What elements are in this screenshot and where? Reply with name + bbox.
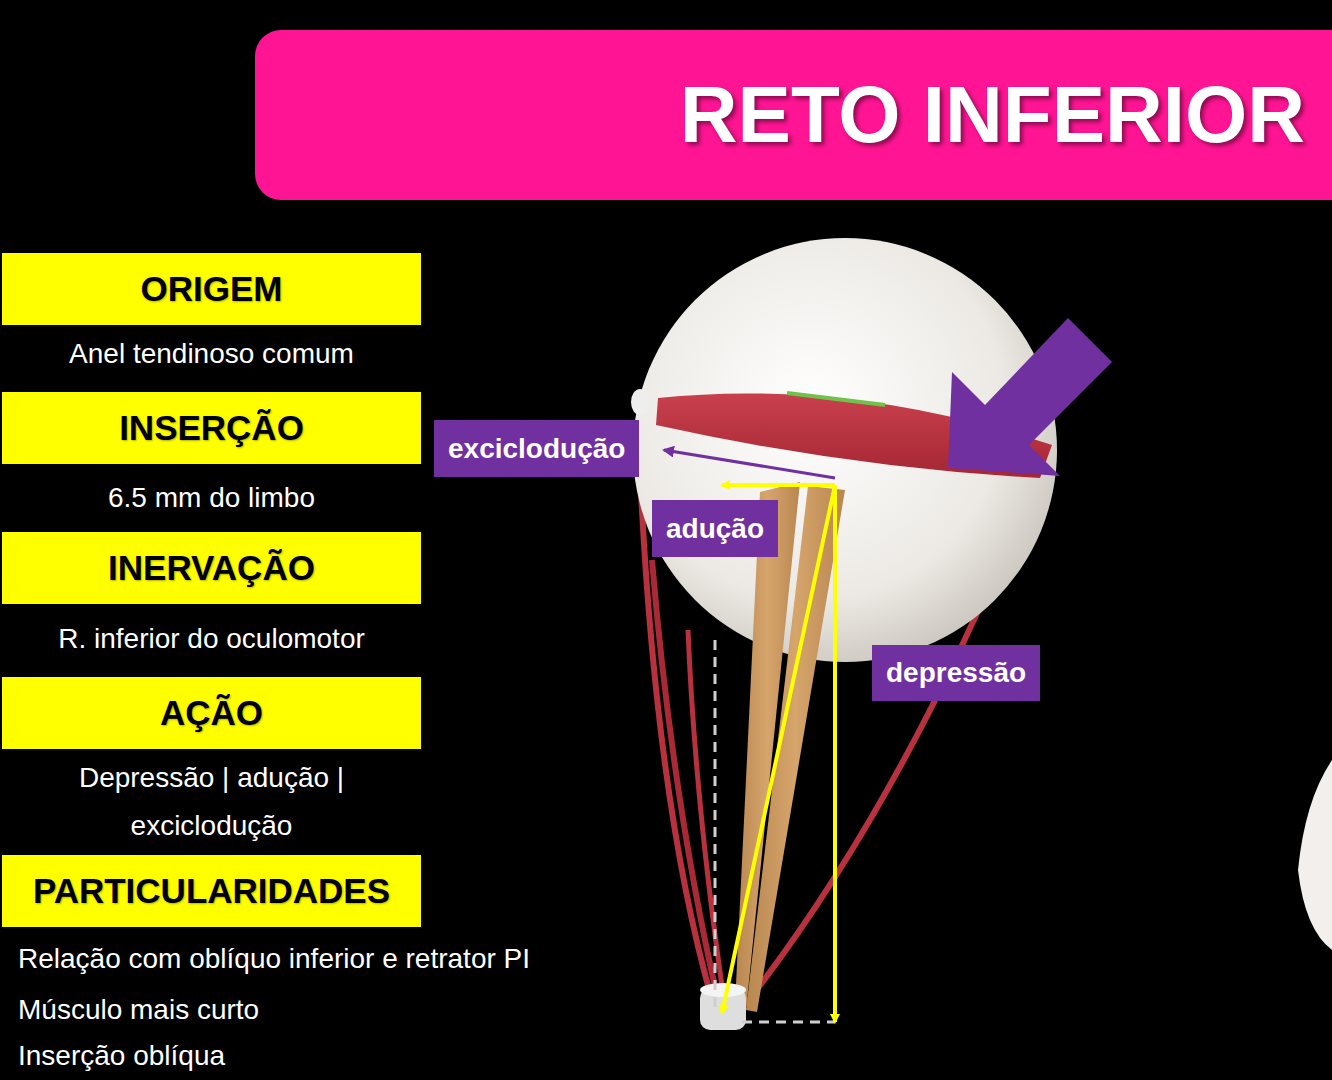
section-heading: ORIGEM — [141, 269, 283, 309]
optic-knob — [631, 389, 649, 415]
muscle — [652, 560, 718, 1000]
torsion-vector — [664, 450, 835, 478]
section-heading: INSERÇÃO — [119, 408, 304, 448]
pointer-arrow — [948, 318, 1112, 476]
vector-label-text: exciclodução — [448, 433, 625, 465]
section-header-box: INSERÇÃO — [2, 392, 421, 464]
section-body: Músculo mais curto — [18, 994, 658, 1026]
section-header-box: PARTICULARIDADES — [2, 855, 421, 927]
force-vector — [722, 485, 835, 1013]
info-section: AÇÃODepressão | adução | exciclodução — [2, 677, 421, 749]
muscle — [746, 486, 845, 1012]
section-body: R. inferior do oculomotor — [2, 622, 421, 656]
force-vector — [722, 483, 835, 487]
section-body: Depressão | adução | exciclodução — [22, 754, 401, 850]
info-section: PARTICULARIDADESRelação com oblíquo infe… — [2, 855, 421, 927]
section-body: Anel tendinoso comum — [2, 337, 421, 371]
title-band: RETO INFERIOR — [255, 30, 1332, 200]
force-vector — [833, 485, 837, 1022]
section-header-box: INERVAÇÃO — [2, 532, 421, 604]
info-section: INSERÇÃO6.5 mm do limbo — [2, 392, 421, 464]
presenter-shoulder — [1298, 760, 1332, 950]
info-section: ORIGEMAnel tendinoso comum — [2, 253, 421, 325]
limbus-mark — [787, 393, 885, 405]
slide-title: RETO INFERIOR — [680, 75, 1305, 155]
vector-label: depressão — [872, 645, 1040, 701]
section-heading: PARTICULARIDADES — [33, 871, 390, 911]
vector-label-text: adução — [666, 513, 764, 545]
section-heading: AÇÃO — [160, 693, 263, 733]
guide-line — [742, 1021, 835, 1024]
section-header-box: AÇÃO — [2, 677, 421, 749]
vector-label: adução — [652, 500, 778, 557]
vector-label: exciclodução — [434, 420, 639, 477]
section-heading: INERVAÇÃO — [108, 548, 315, 588]
info-section: INERVAÇÃOR. inferior do oculomotor — [2, 532, 421, 604]
section-header-box: ORIGEM — [2, 253, 421, 325]
section-body: Relação com oblíquo inferior e retrator … — [18, 943, 658, 975]
guide-line — [714, 640, 717, 1008]
section-body: 6.5 mm do limbo — [2, 481, 421, 515]
vector-label-text: depressão — [886, 657, 1026, 689]
muscle — [688, 630, 724, 1000]
section-body: Inserção oblíqua — [18, 1040, 658, 1072]
